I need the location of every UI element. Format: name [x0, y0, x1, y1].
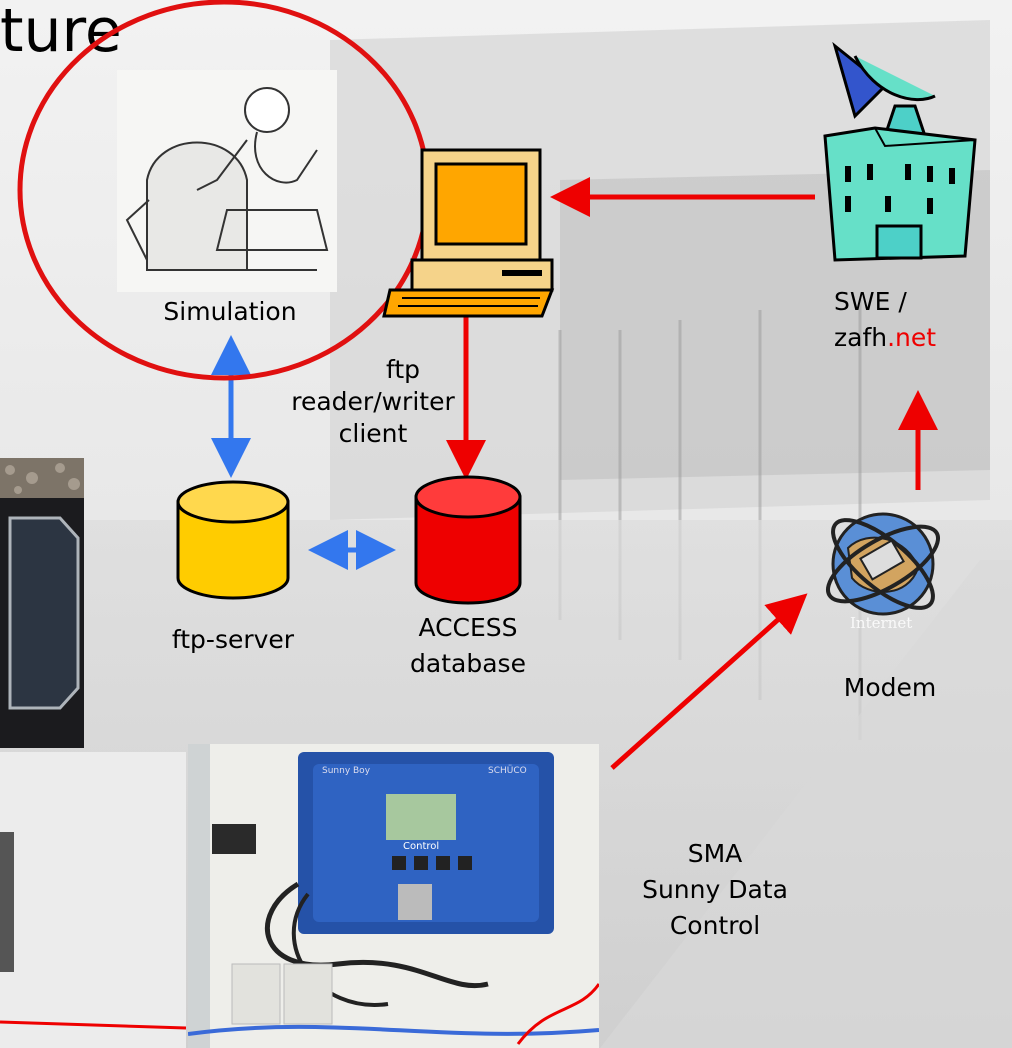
ftp-server-label: ftp-server: [171, 625, 295, 654]
sma-device-photo: Sunny Boy SCHÜCO Control: [188, 744, 599, 1048]
ftp-client-line2: reader/writer: [291, 387, 455, 416]
zafh-prefix: zafh: [834, 323, 888, 352]
access-label-line1: ACCESS: [418, 613, 518, 642]
internet-globe-label: Internet: [850, 614, 913, 632]
zafh-net-suffix: .net: [887, 323, 937, 352]
ftp-client-label: ftp reader/writer client: [268, 354, 478, 450]
simulation-label: Simulation: [163, 297, 297, 326]
page-title: ture: [0, 0, 122, 66]
sma-label-line3: Control: [669, 911, 761, 940]
satellite-building-icon: [823, 41, 977, 262]
sma-label-line2: Sunny Data: [642, 875, 788, 904]
access-label-line2: database: [410, 649, 526, 678]
solar-panel-photo: [0, 458, 84, 748]
internet-globe-icon: [825, 512, 941, 616]
sma-label-line1: SMA: [687, 839, 743, 868]
arrow-sma-to-modem: [610, 593, 808, 770]
device-brand-right: SCHÜCO: [488, 766, 527, 776]
access-database-icon: [414, 475, 522, 605]
swe-label-line2: zafh.net: [834, 322, 936, 354]
ftp-client-line1: ftp: [385, 355, 421, 384]
device-brand-left: Sunny Boy: [322, 766, 371, 776]
swe-label-line1: SWE /: [834, 287, 907, 316]
wall-photo-left: [0, 752, 186, 1048]
cartoon-simulation-icon: [117, 70, 337, 292]
modem-label: Modem: [843, 673, 937, 702]
device-control-label: Control: [403, 841, 440, 852]
computer-icon: [382, 148, 555, 318]
ftp-client-line3: client: [338, 419, 408, 448]
ftp-server-database-icon: [176, 480, 290, 600]
